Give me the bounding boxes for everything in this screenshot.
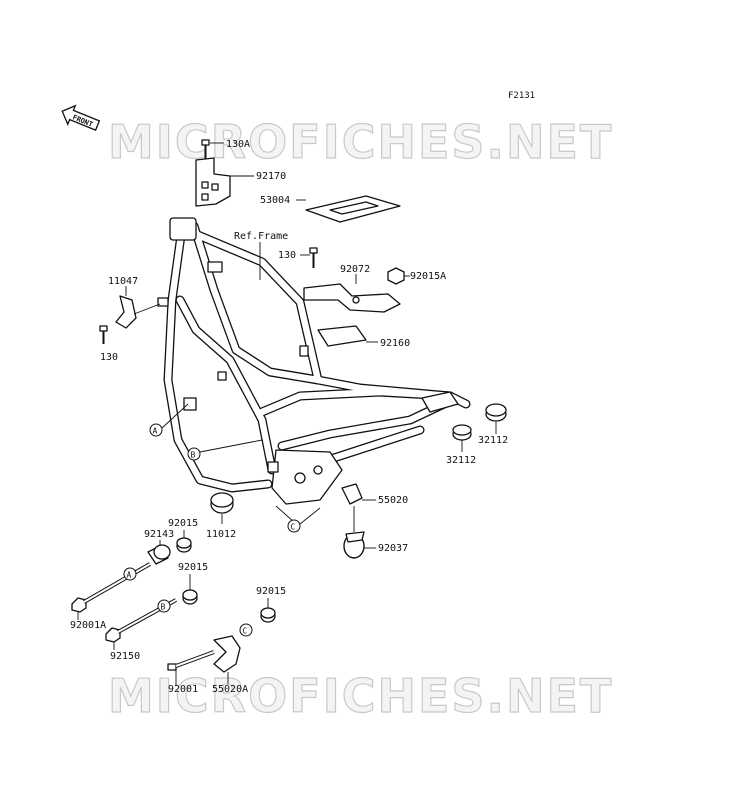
ref-circle-a-bolt [123,567,137,581]
callout-130-top: 130 [278,250,296,261]
ref-circle-b-frame [187,447,201,461]
front-arrow-icon: FRONT [61,104,101,131]
callout-92072: 92072 [340,264,370,275]
pad-53004 [305,195,401,223]
callout-55020a: 55020A [212,684,248,695]
clamp-55020 [341,483,363,505]
collar-92015-2 [182,589,198,605]
callout-92143: 92143 [144,529,174,540]
bolt-130-top [309,247,318,268]
callout-53004: 53004 [260,195,290,206]
callout-32112-left: 32112 [446,455,476,466]
callout-92015-2: 92015 [178,562,208,573]
grommet-32112-right [485,403,507,422]
callout-130a: 130A [226,139,250,150]
callout-92170: 92170 [256,171,286,182]
frame-drawing [157,217,471,505]
callout-92015-3: 92015 [256,586,286,597]
ref-letter-c-frame: C [291,523,296,532]
watermark-top: MICROFICHES.NET [108,115,613,169]
callout-92150: 92150 [110,651,140,662]
ref-letter-a-frame: A [153,427,158,436]
front-label: FRONT [71,113,94,128]
collar-92015-3 [260,607,276,623]
ref-letter-b-bolt: B [161,603,166,612]
clamp-92037 [343,506,365,559]
bracket-92072 [303,283,401,313]
ref-letter-c-bolt: C [243,627,248,636]
cap-11012 [210,492,234,514]
callout-92160: 92160 [380,338,410,349]
bolt-130a [201,139,210,160]
callout-92015-1: 92015 [168,518,198,529]
bolt-92001a [71,562,151,613]
bolt-92001 [167,650,215,671]
ref-circle-a-frame [149,423,163,437]
bracket-55020a [213,635,241,673]
callout-92015a: 92015A [410,271,446,282]
callout-11047: 11047 [108,276,138,287]
callout-11012: 11012 [206,529,236,540]
ref-letter-a-bolt: A [127,571,132,580]
callout-32112-right: 32112 [478,435,508,446]
callout-92037: 92037 [378,543,408,554]
ref-letter-b-frame: B [191,451,196,460]
bracket-11047 [115,295,137,329]
watermark-bottom: MICROFICHES.NET [108,669,613,723]
callout-130-left: 130 [100,352,118,363]
ref-circle-c-bolt [239,623,253,637]
spacer-92143 [147,544,171,565]
diagram-code: F2131 [508,91,535,101]
grommet-32112-left [452,424,472,441]
collar-92015-1 [176,537,192,553]
ref-circle-c-frame [287,519,301,533]
callout-92001: 92001 [168,684,198,695]
nut-92015a [387,267,405,285]
callout-55020: 55020 [378,495,408,506]
bolt-130-left [99,325,108,344]
sheet-92160 [317,325,367,347]
ref-circle-b-bolt [157,599,171,613]
frame-reference-label: Ref.Frame [234,231,288,242]
callout-92001a: 92001A [70,620,106,631]
